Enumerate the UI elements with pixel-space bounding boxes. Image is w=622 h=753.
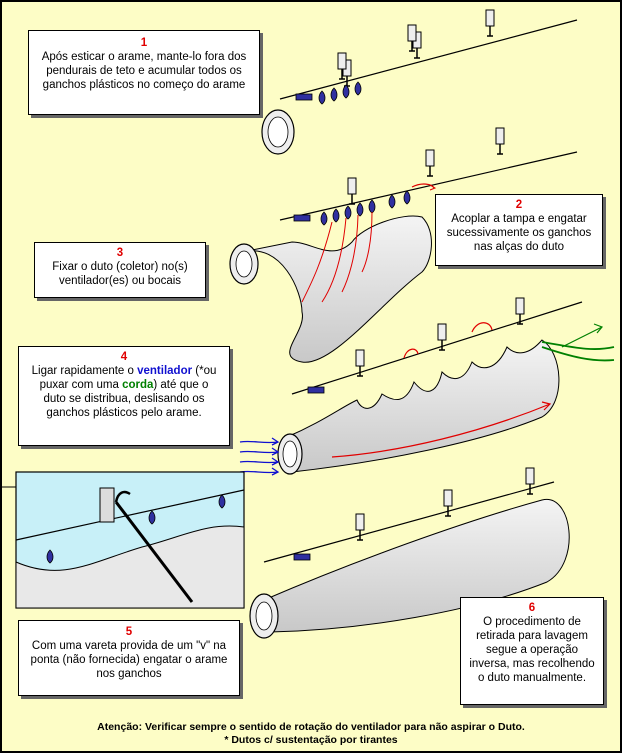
step-6-number: 6 [528, 602, 536, 614]
rope-icon [541, 341, 615, 350]
inset-detail [2, 471, 245, 609]
step-2-number: 2 [515, 199, 523, 211]
step-4-box: 4 Ligar rapidamente o ventilador (*ou pu… [18, 346, 230, 446]
step-6-box: 6 O procedimento de retirada para lavage… [460, 597, 604, 705]
step-1-text: Após esticar o arame, mante-lo fora dos … [41, 51, 247, 91]
step-5-number: 5 [125, 626, 133, 638]
scene-4 [239, 297, 615, 476]
step-3-box: 3 Fixar o duto (coletor) no(s) ventilado… [34, 242, 206, 298]
step-2-text: Acoplar a tampa e engatar sucessivamente… [446, 213, 592, 253]
scene-2 [229, 127, 578, 363]
step-4-text-a: Ligar rapidamente o [31, 365, 138, 377]
step-3-number: 3 [116, 247, 124, 259]
warning-text: Atenção: Verificar sempre o sentido de r… [97, 721, 525, 733]
step-3-text: Fixar o duto (coletor) no(s) ventilador(… [52, 261, 188, 287]
step-1-number: 1 [140, 37, 148, 49]
airflow-arrows [239, 437, 280, 476]
step-4-number: 4 [120, 351, 128, 363]
rod-icon [114, 501, 194, 603]
scene-1 [261, 9, 578, 155]
step-2-box: 2 Acoplar a tampa e engatar sucessivamen… [435, 194, 603, 266]
note-text: * Dutos c/ sustentação por tirantes [224, 734, 398, 746]
step-5-box: 5 Com uma vareta provida de um "v" na po… [18, 620, 240, 696]
step-4-text-b: (*ou puxar com uma [39, 365, 217, 391]
fan-term: ventilador [137, 365, 193, 377]
tensioner-icon [295, 93, 313, 101]
step-1-box: 1 Após esticar o arame, mante-lo fora do… [28, 30, 260, 115]
footer-note: Atenção: Verificar sempre o sentido de r… [2, 721, 620, 747]
rope-term: corda [122, 379, 154, 391]
step-4-text-c: ) até que o duto se distribua, deslisand… [43, 379, 209, 419]
step-5-text: Com uma vareta provida de um "v" na pont… [30, 640, 228, 680]
step-6-text: O procedimento de retirada para lavagem … [469, 616, 595, 684]
